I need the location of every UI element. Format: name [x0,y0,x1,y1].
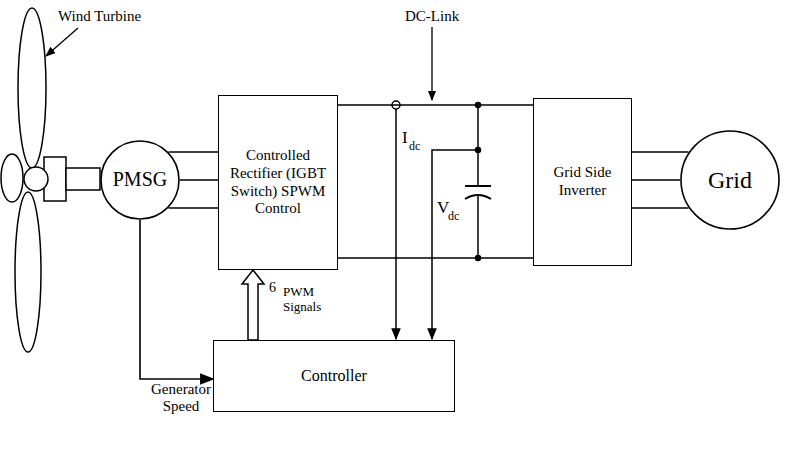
dc-link-capacitor [465,103,491,261]
turbine-blade [18,8,46,168]
grid-circle: Grid [680,130,780,230]
wire [338,104,533,106]
turbine-shaft [66,168,100,190]
signal-line [140,220,213,379]
power-line [632,152,689,208]
block-arrow [242,270,264,340]
signal-count: 6 [269,280,276,296]
node-text: Controlled Rectifier (IGBT Switch) SPWM … [219,147,337,218]
wire [632,179,680,181]
capacitor-plate [465,185,491,187]
node-text: Controller [295,367,373,386]
power-line [338,105,533,258]
wire [632,207,689,209]
wire [140,220,213,379]
sense-wire [395,109,397,339]
wire [169,207,218,209]
signal-arrow [242,270,264,340]
turbine-blade [1,154,23,202]
node-text: Grid Side Inverter [534,164,631,199]
voltage-sense [432,148,481,340]
signal-name: Generator Speed [142,381,220,416]
turbine-hub [24,167,48,191]
part-label: DC-Link [405,8,459,25]
turbine-blade [15,192,41,352]
signal-name: V [437,198,449,218]
node-text: Grid [704,166,756,194]
signal-name: PWM Signals [283,285,341,315]
inverter-box: Grid Side Inverter [533,98,632,266]
wire [338,257,533,259]
wire [180,179,218,181]
junction-dot [476,148,481,153]
wire [477,195,479,258]
node-text: PMSG [109,168,171,192]
circle-outline [101,141,179,219]
leader-line [431,27,432,100]
signal-subscript: dc [448,210,459,224]
wire [477,105,479,186]
sense-wire [432,150,478,339]
leader-line [46,28,78,56]
circle-outline [681,131,779,229]
wind-turbine [1,8,100,352]
signal-name: I [402,128,408,148]
wire [169,151,218,153]
wire [632,151,689,153]
rectifier-box: Controlled Rectifier (IGBT Switch) SPWM … [218,95,338,270]
part-label: Wind Turbine [58,8,141,25]
current-sense [392,101,400,339]
generator-circle: PMSG [100,140,180,220]
controller-box: Controller [213,340,455,412]
signal-subscript: dc [409,140,420,154]
